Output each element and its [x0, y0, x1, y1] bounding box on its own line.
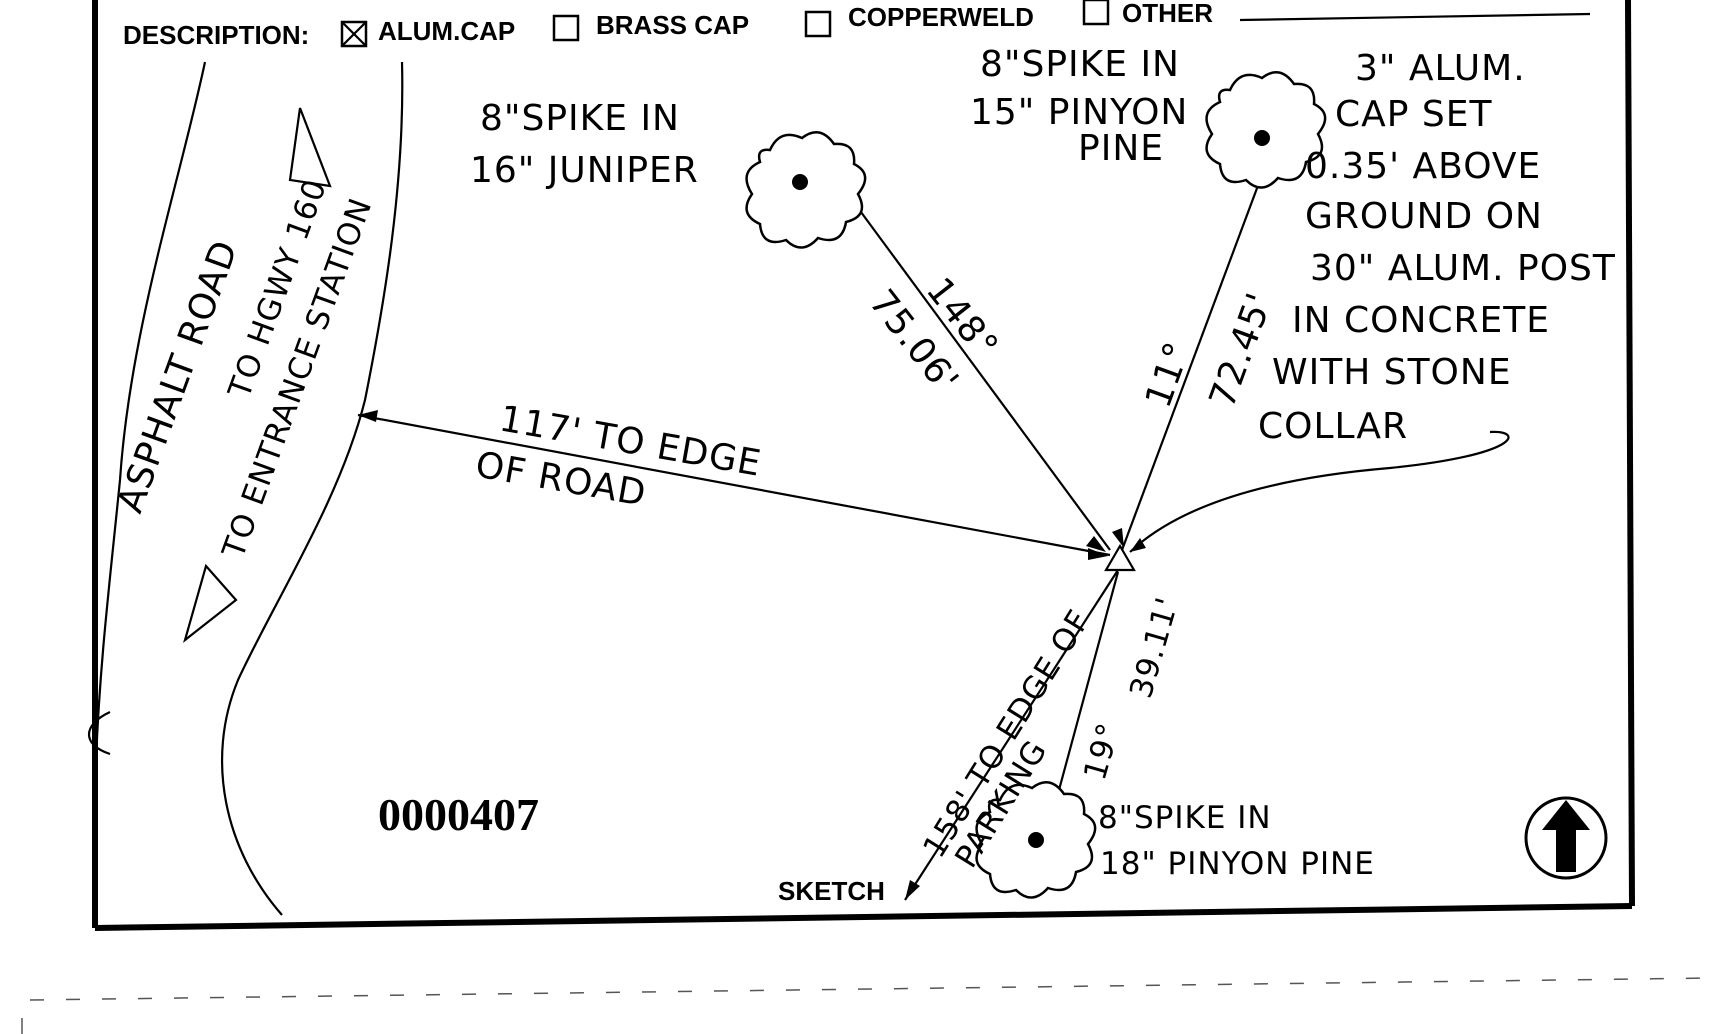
pinyon-north-line1: 8"SPIKE IN: [980, 44, 1180, 85]
monument-triangle-icon: [1104, 543, 1136, 572]
pinyon-north-line2: 15" PINYON: [970, 92, 1188, 133]
pinyon-south-line1: 8"SPIKE IN: [1098, 800, 1272, 836]
line-to-parking: [904, 569, 1119, 901]
description-row: DESCRIPTION: ALUM.CAP BRASS CAP COPPERWE…: [123, 0, 1213, 50]
line-note-leader: [1129, 430, 1510, 553]
sketch-label: SKETCH: [778, 876, 885, 906]
checkbox-copperweld[interactable]: [804, 10, 832, 38]
option-copperweld: COPPERWELD: [848, 2, 1034, 32]
option-other: OTHER: [1122, 0, 1213, 28]
scan-artifacts: [21, 977, 1712, 1034]
stamp-number: 0000407: [378, 789, 539, 840]
pinyon-north-bearing: 11°: [1138, 336, 1199, 413]
direction-arrow-highway: [288, 107, 332, 188]
note-line-4: GROUND ON: [1305, 196, 1543, 237]
tree-pinyon-north-icon: [1205, 71, 1327, 189]
option-brass-cap: BRASS CAP: [596, 10, 749, 40]
road-edges: [88, 61, 404, 916]
checkbox-brass-cap[interactable]: [552, 14, 580, 42]
pinyon-south-bearing: 19°: [1077, 719, 1128, 785]
line-to-pinyon-north: [1120, 147, 1274, 551]
pinyon-south-line2: 18" PINYON PINE: [1100, 846, 1375, 882]
survey-lines: [357, 147, 1510, 901]
monument-note: 3" ALUM. CAP SET 0.35' ABOVE GROUND ON 3…: [1258, 48, 1616, 447]
tree-juniper-icon: [745, 131, 867, 249]
direction-arrow-station: [183, 563, 238, 643]
tree-pinyon-south-icon: [975, 781, 1097, 899]
line-to-road: [357, 413, 1111, 557]
juniper-line1: 8"SPIKE IN: [480, 98, 680, 139]
description-label: DESCRIPTION:: [123, 20, 309, 50]
option-alum-cap: ALUM.CAP: [378, 16, 515, 46]
note-line-8: COLLAR: [1258, 406, 1408, 447]
note-line-6: IN CONCRETE: [1292, 300, 1550, 341]
note-line-7: WITH STONE: [1272, 352, 1512, 393]
north-arrow-icon: [1524, 796, 1608, 880]
pinyon-south-distance: 39.11': [1123, 593, 1186, 702]
sketch-border: [92, 0, 1635, 931]
note-line-1: 3" ALUM.: [1355, 48, 1526, 89]
checkbox-other[interactable]: [1082, 0, 1110, 26]
note-line-5: 30" ALUM. POST: [1310, 248, 1616, 289]
juniper-line2: 16" JUNIPER: [470, 150, 699, 191]
pinyon-north-line3: PINE: [1078, 128, 1164, 169]
note-line-2: CAP SET: [1335, 94, 1493, 135]
note-line-3: 0.35' ABOVE: [1305, 146, 1541, 187]
line-to-juniper: [829, 169, 1111, 551]
